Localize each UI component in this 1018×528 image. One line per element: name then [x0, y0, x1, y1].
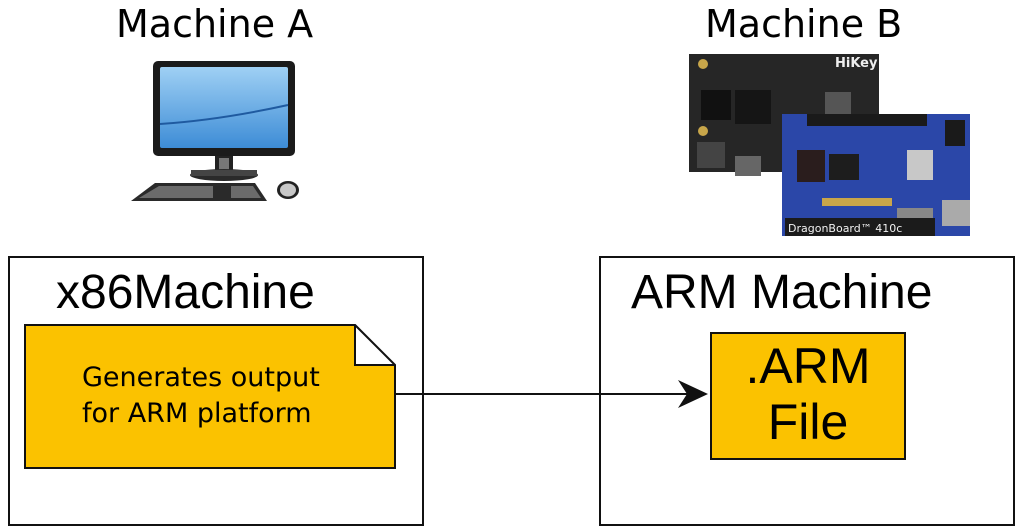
arm-file-box: .ARM File	[710, 332, 906, 460]
dragonboard-label: DragonBoard™ 410c	[788, 222, 902, 235]
note-line-2: for ARM platform	[82, 398, 312, 429]
machine-a-label: Machine A	[116, 2, 314, 46]
dev-boards-photo: HiKey DragonBoard™ 410c	[689, 54, 970, 236]
file-line-1: .ARM	[745, 338, 871, 394]
note-line-1: Generates output	[82, 362, 320, 393]
note-shape	[24, 324, 396, 469]
machine-b-label: Machine B	[705, 2, 903, 46]
arm-machine-box: ARM Machine .ARM File	[599, 256, 1015, 526]
output-note: Generates output for ARM platform	[24, 324, 396, 470]
arm-machine-title: ARM Machine	[631, 266, 933, 319]
desktop-computer-icon	[131, 61, 299, 201]
x86-machine-title: x86Machine	[56, 266, 315, 319]
hikey-label: HiKey	[835, 56, 878, 71]
file-line-2: File	[767, 394, 849, 450]
x86-machine-box: x86Machine Generates output for ARM plat…	[8, 256, 424, 526]
note-text: Generates output for ARM platform	[82, 360, 320, 432]
